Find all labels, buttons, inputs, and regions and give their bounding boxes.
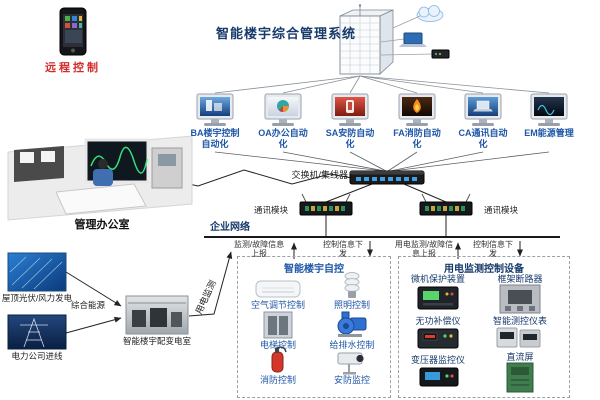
switch-icon [349, 170, 425, 185]
switch-label: 交换机/集线器 [291, 170, 348, 180]
pump-icon [337, 311, 367, 337]
pv-wind-label: 屋顶光伏/风力发电 [1, 293, 73, 303]
cctv-camera-icon [337, 352, 364, 375]
device-label-dc-panel: 直流屏 [506, 352, 534, 362]
subsystem-label-oa: OA办公自动化 [258, 128, 308, 149]
fire-extinguisher-icon [271, 346, 287, 373]
comm-module-left-icon [299, 193, 353, 216]
tower-photo [7, 314, 67, 350]
subsystem-label-ca: CA通讯自动化 [458, 128, 508, 149]
power-devices-title: 用电监测控制设备 [444, 264, 524, 275]
monitor-switch-lines [214, 151, 550, 172]
device-links [380, 15, 433, 56]
smartphone-icon [59, 7, 87, 56]
monitor-fa-icon [398, 93, 436, 126]
subsystem-label-sa: SA安防自动化 [325, 128, 375, 149]
device-label-meter: 智能测控仪表 [492, 316, 547, 326]
building-illustration [339, 4, 394, 75]
reactive-compensator-icon [417, 328, 459, 349]
enterprise-network-label: 企业网络 [210, 222, 250, 233]
energy-arrows [65, 271, 122, 334]
page-title: 智能楼宇综合管理系统 [215, 26, 356, 41]
flow-control-building-label: 控制信息下发 [323, 240, 363, 259]
integrated-energy-label: 综合能源 [70, 300, 105, 310]
subsystem-label-ba: BA楼宇控制自动化 [190, 128, 240, 149]
comm-module-right-icon [419, 193, 473, 216]
power-monitor-arrow [188, 251, 233, 317]
ac-unit-icon [255, 280, 301, 298]
monitor-sa-icon [331, 93, 369, 126]
office-label: 管理办公室 [74, 219, 130, 231]
protection-relay-icon [417, 286, 459, 310]
item-label-elevator: 电梯控制 [259, 340, 296, 350]
item-label-lighting: 照明控制 [333, 300, 370, 310]
remote-control-label: 远程控制 [45, 62, 101, 74]
power-devices-box: 用电监测控制设备 [398, 256, 570, 398]
cloud-icon [416, 5, 444, 22]
substation-label: 智能楼宇配变电室 [122, 336, 191, 346]
item-label-fire: 消防控制 [259, 375, 296, 385]
cfl-bulb-icon [344, 272, 360, 298]
flow-control-power-label: 控制信息下发 [473, 240, 513, 259]
device-label-transformer: 变压器监控仪 [410, 355, 465, 365]
subsystem-label-fa: FA消防自动化 [393, 128, 441, 149]
dc-panel-icon [506, 362, 534, 393]
smart-meter-icon [496, 327, 541, 348]
item-label-water: 给排水控制 [329, 340, 375, 350]
item-label-security: 安防监控 [333, 375, 370, 385]
flow-report-building-label: 监测/故障信息上报 [233, 240, 285, 259]
subsystem-label-em: EM能源管理 [524, 128, 574, 138]
office-scene [7, 135, 193, 221]
network-links [325, 183, 447, 236]
device-label-breaker: 框架断路器 [497, 274, 543, 284]
circuit-breaker-icon [499, 284, 541, 314]
building-auto-title: 智能楼宇自控 [284, 264, 344, 275]
transformer-monitor-icon [419, 367, 459, 387]
device-label-compensator: 无功补偿仪 [415, 316, 461, 326]
comm-module-left-label: 通讯模块 [253, 205, 288, 215]
substation-photo [125, 295, 189, 335]
monitor-em-icon [530, 93, 568, 126]
router-icon [431, 49, 450, 59]
laptop-icon [399, 32, 427, 47]
monitor-ca-icon [464, 93, 502, 126]
device-label-relay: 微机保护装置 [410, 274, 465, 284]
monitor-oa-icon [264, 93, 302, 126]
solar-photo [7, 252, 67, 292]
grid-incoming-label: 电力公司进线 [11, 351, 63, 361]
item-label-ac: 空气调节控制 [250, 300, 305, 310]
fan-lines [214, 75, 550, 94]
flow-report-power-label: 用电监测/故障信息上报 [394, 240, 454, 259]
elevator-icon [263, 311, 293, 339]
building-auto-box: 智能楼宇自控 [237, 256, 391, 398]
comm-module-right-label: 通讯模块 [483, 205, 518, 215]
monitor-ba-icon [196, 93, 234, 126]
